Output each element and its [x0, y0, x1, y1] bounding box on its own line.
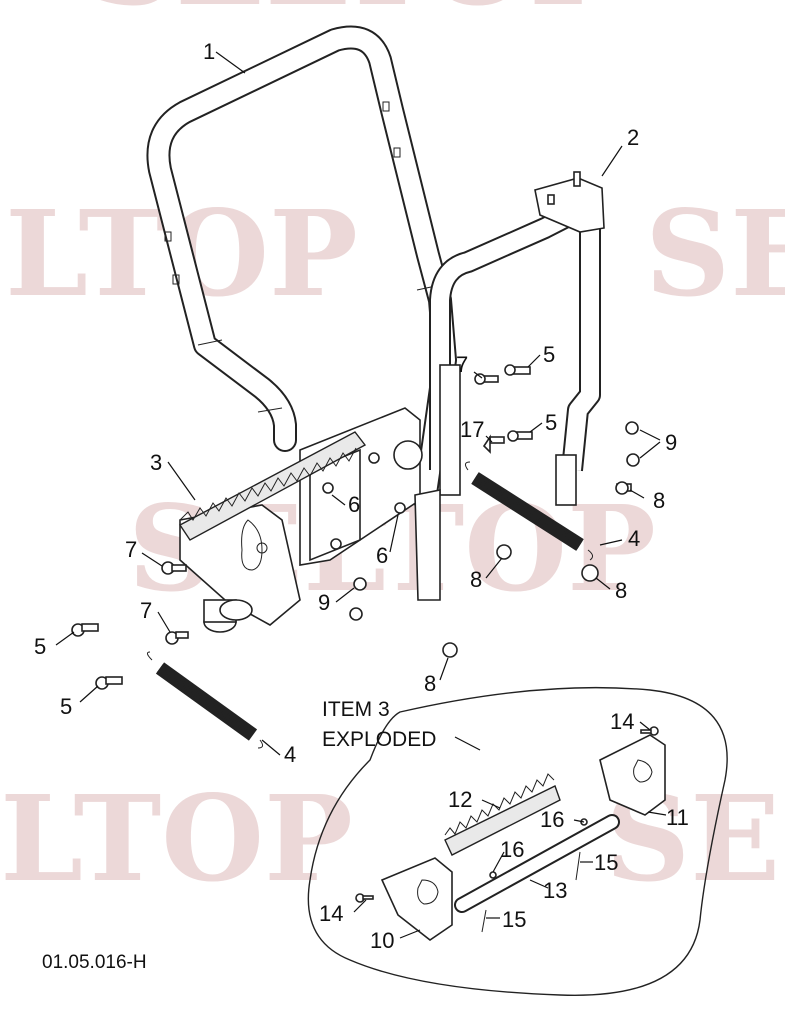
- diagram-code: 01.05.016-H: [42, 952, 147, 973]
- callout-9-right: 9: [665, 430, 677, 455]
- fasteners: [71, 364, 640, 690]
- rear-handle-frame: [429, 171, 605, 506]
- callout-14-bottom: 14: [319, 901, 343, 926]
- callout-12: 12: [448, 787, 472, 812]
- callout-5-mid: 5: [545, 410, 557, 435]
- callout-16-right: 16: [540, 807, 564, 832]
- callout-13: 13: [543, 878, 567, 903]
- callout-10: 10: [370, 928, 394, 953]
- callout-9-center: 9: [318, 590, 330, 615]
- callout-5-top: 5: [543, 342, 555, 367]
- callout-5-left-upper: 5: [34, 634, 46, 659]
- callout-labels: 1 2 3 4 4 5 5 5 5 6 6 7 7 7 8 8 8 8 9 9 …: [34, 39, 689, 953]
- watermark-lower-left: SELTOP: [0, 769, 353, 908]
- watermark-upper-right: SELTOP: [645, 184, 785, 323]
- pedal-assembly: [178, 431, 367, 633]
- spring-lower: [146, 651, 264, 749]
- callout-16-left: 16: [500, 837, 524, 862]
- callout-6-lower: 6: [376, 543, 388, 568]
- callout-1: 1: [203, 39, 215, 64]
- callout-17: 17: [460, 417, 484, 442]
- callout-8-bottom: 8: [424, 671, 436, 696]
- exploded-note-line1: ITEM 3: [322, 698, 390, 721]
- callout-4-lower: 4: [284, 742, 296, 767]
- leader-lines: [55, 51, 667, 939]
- callout-14-top: 14: [610, 709, 634, 734]
- callout-7-left-lower: 7: [140, 598, 152, 623]
- exploded-note-line2: EXPLODED: [322, 728, 436, 751]
- spring-upper: [464, 461, 594, 561]
- exploded-parts: [355, 726, 666, 941]
- callout-3: 3: [150, 450, 162, 475]
- callout-15-right: 15: [594, 850, 618, 875]
- callout-11: 11: [666, 805, 689, 830]
- callout-5-left-lower: 5: [60, 694, 72, 719]
- exploded-view-outline: [307, 686, 728, 996]
- exploded-note: ITEM 3 EXPLODED: [322, 698, 436, 751]
- callout-4-upper: 4: [628, 526, 640, 551]
- callout-8-right-upper: 8: [653, 488, 665, 513]
- callout-2: 2: [627, 125, 639, 150]
- callout-7-left-upper: 7: [125, 537, 137, 562]
- callout-6-upper: 6: [348, 492, 360, 517]
- callout-7-top: 7: [456, 352, 468, 377]
- callout-15-bottom: 15: [502, 907, 526, 932]
- callout-8-center: 8: [470, 567, 482, 592]
- callout-8-right-lower: 8: [615, 578, 627, 603]
